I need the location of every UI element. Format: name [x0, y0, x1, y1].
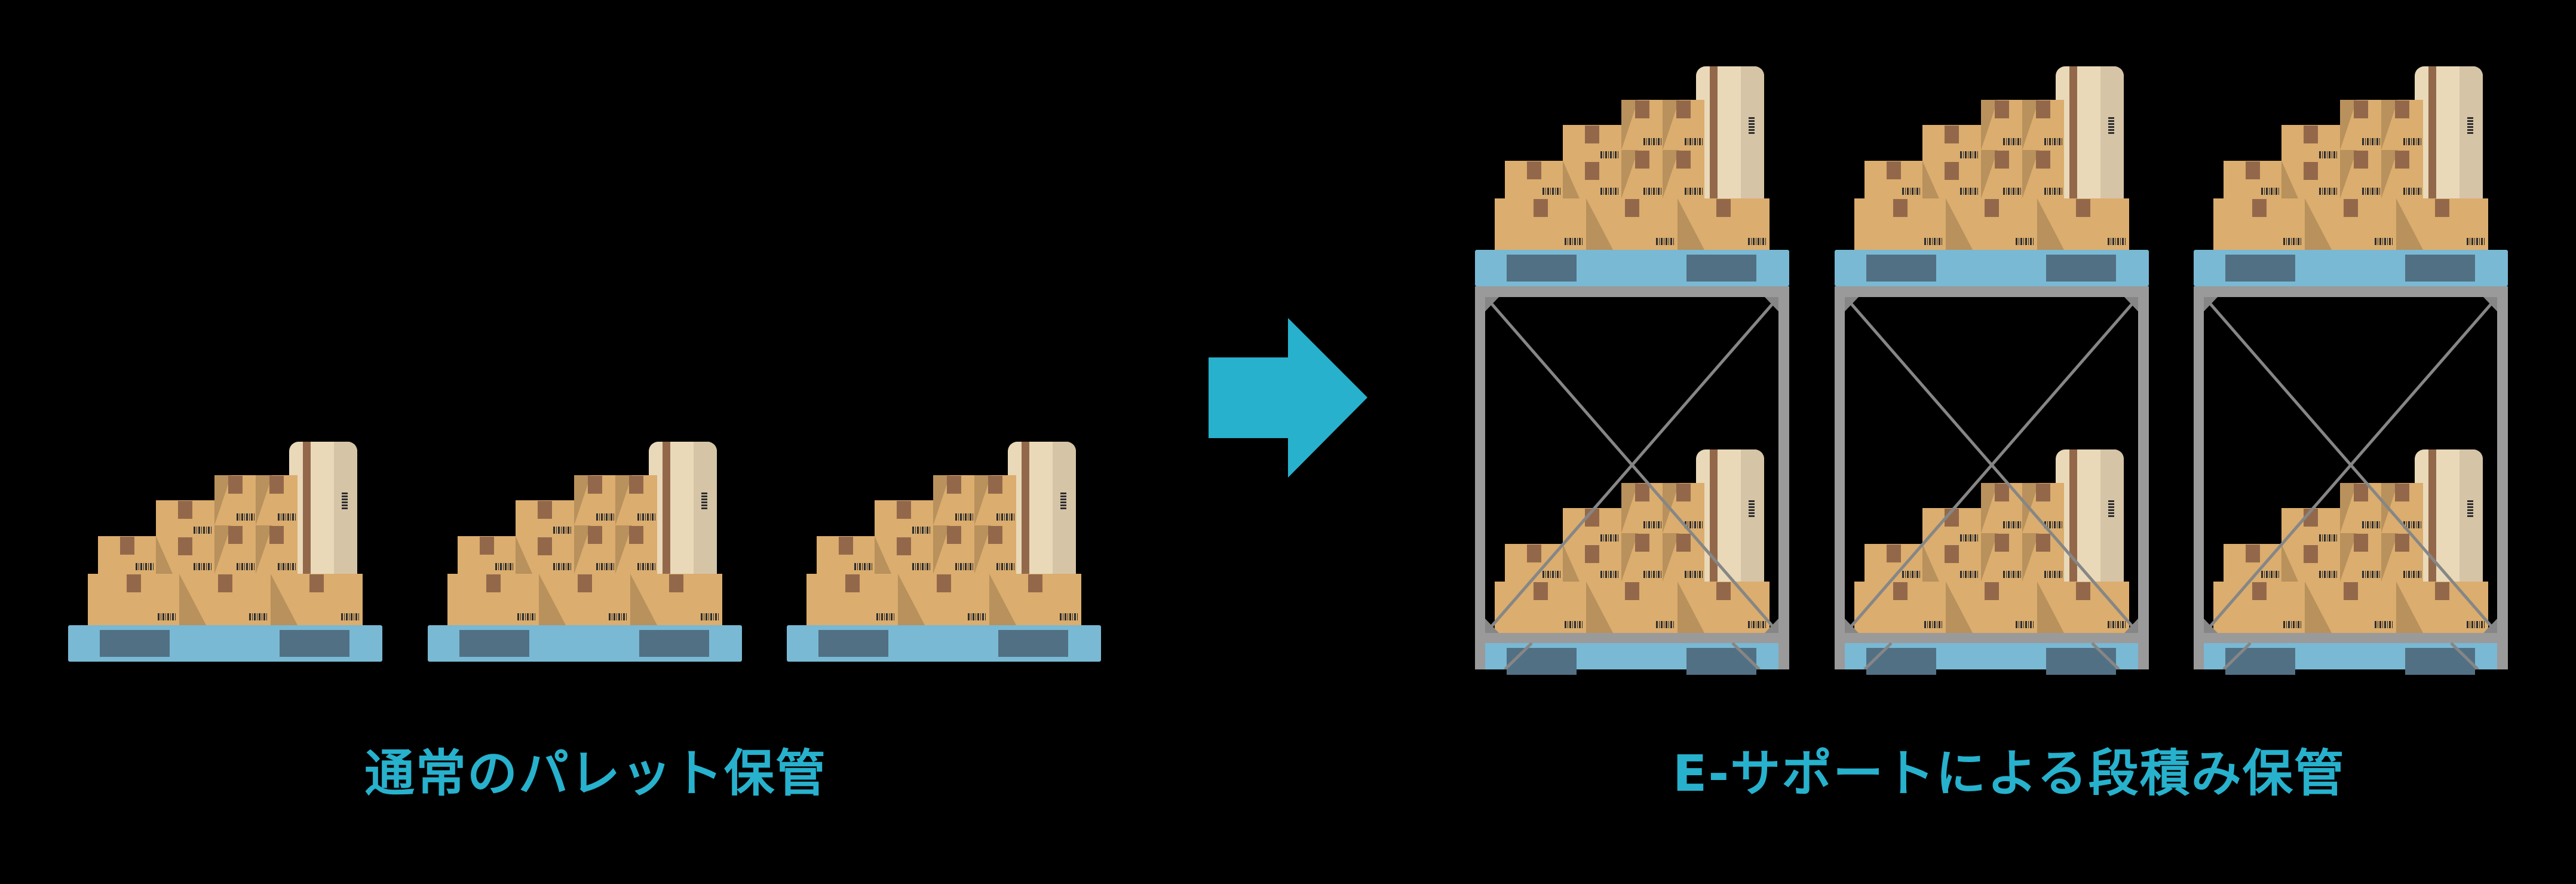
pallet — [1835, 250, 2149, 286]
cylinder-package — [1696, 66, 1764, 199]
box-shade — [2281, 161, 2298, 198]
cylinder-package — [1696, 449, 1764, 582]
box-shade — [1922, 161, 1939, 198]
arrow-right-icon — [1209, 318, 1367, 478]
rack-frame — [2194, 286, 2508, 669]
caption-normal-storage: 通常のパレット保管 — [364, 744, 827, 803]
rack-frame — [1475, 286, 1789, 669]
box-shade — [2281, 544, 2298, 582]
box-shade — [1563, 544, 1580, 582]
box-shade — [1922, 544, 1939, 582]
cylinder-package — [2415, 449, 2483, 582]
box-shade — [516, 536, 532, 574]
cylinder-package — [2056, 449, 2124, 582]
pallet — [68, 625, 382, 662]
pallet — [2194, 643, 2508, 675]
box-shade — [875, 536, 891, 574]
pallet — [1475, 250, 1789, 286]
box-shade — [1563, 161, 1580, 198]
cylinder-package — [289, 442, 357, 574]
cylinder-package — [649, 442, 717, 574]
rack-frame — [1835, 286, 2149, 669]
pallet — [787, 625, 1101, 662]
pallet — [428, 625, 742, 662]
box-shade — [156, 536, 173, 574]
cylinder-package — [2415, 66, 2483, 199]
pallet — [2194, 250, 2508, 286]
cylinder-package — [2056, 66, 2124, 199]
caption-stacked-storage: E-サポートによる段積み保管 — [1673, 744, 2345, 803]
cylinder-package — [1008, 442, 1076, 574]
